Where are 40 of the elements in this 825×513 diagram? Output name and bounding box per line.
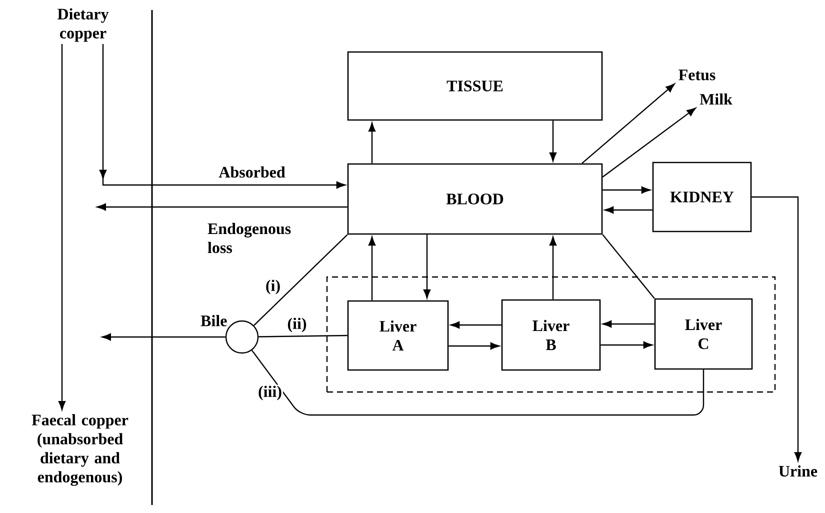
edge-label: Endogenous loss <box>206 222 304 254</box>
flow-label: Milk <box>700 93 732 105</box>
arrow <box>549 120 557 162</box>
edge-label: (i) <box>264 278 282 296</box>
arrow <box>102 333 226 341</box>
flow-label: Dietary copper <box>58 8 109 42</box>
arrow <box>582 84 675 164</box>
edge-label: Absorbed <box>218 165 286 179</box>
arrow <box>368 236 376 300</box>
node-label: Bile <box>200 315 227 326</box>
connector-line <box>258 334 348 338</box>
compartment-box: BLOOD <box>347 163 603 235</box>
arrow <box>58 44 66 410</box>
arrow <box>604 206 652 214</box>
arrow <box>602 186 650 194</box>
flow-label: Faecal copper (unabsorbed dietary and endogenous) <box>32 414 128 486</box>
edge-label: (iii) <box>257 384 283 402</box>
arrow <box>602 108 696 178</box>
connector-line <box>254 234 348 326</box>
arrow <box>423 234 431 298</box>
compartment-box: Liver A <box>347 300 449 371</box>
arrow <box>96 203 348 211</box>
compartment-box: Liver B <box>501 299 601 371</box>
arrow <box>602 320 654 328</box>
connector-line <box>251 350 704 416</box>
flow-label: Fetus <box>678 70 716 80</box>
flow-label: Urine <box>778 465 818 477</box>
arrow <box>600 341 652 349</box>
arrow <box>450 321 502 329</box>
compartment-box: Liver C <box>654 298 753 370</box>
arrow <box>99 44 346 189</box>
dashed-group-box <box>326 276 776 393</box>
connector-line <box>602 234 655 299</box>
compartment-box: KIDNEY <box>652 162 752 232</box>
arrow <box>549 236 557 300</box>
arrow <box>752 196 802 462</box>
arrow <box>448 342 500 350</box>
compartment-box: TISSUE <box>347 51 603 121</box>
edge-label: (ii) <box>286 316 308 334</box>
arrow <box>368 122 376 164</box>
